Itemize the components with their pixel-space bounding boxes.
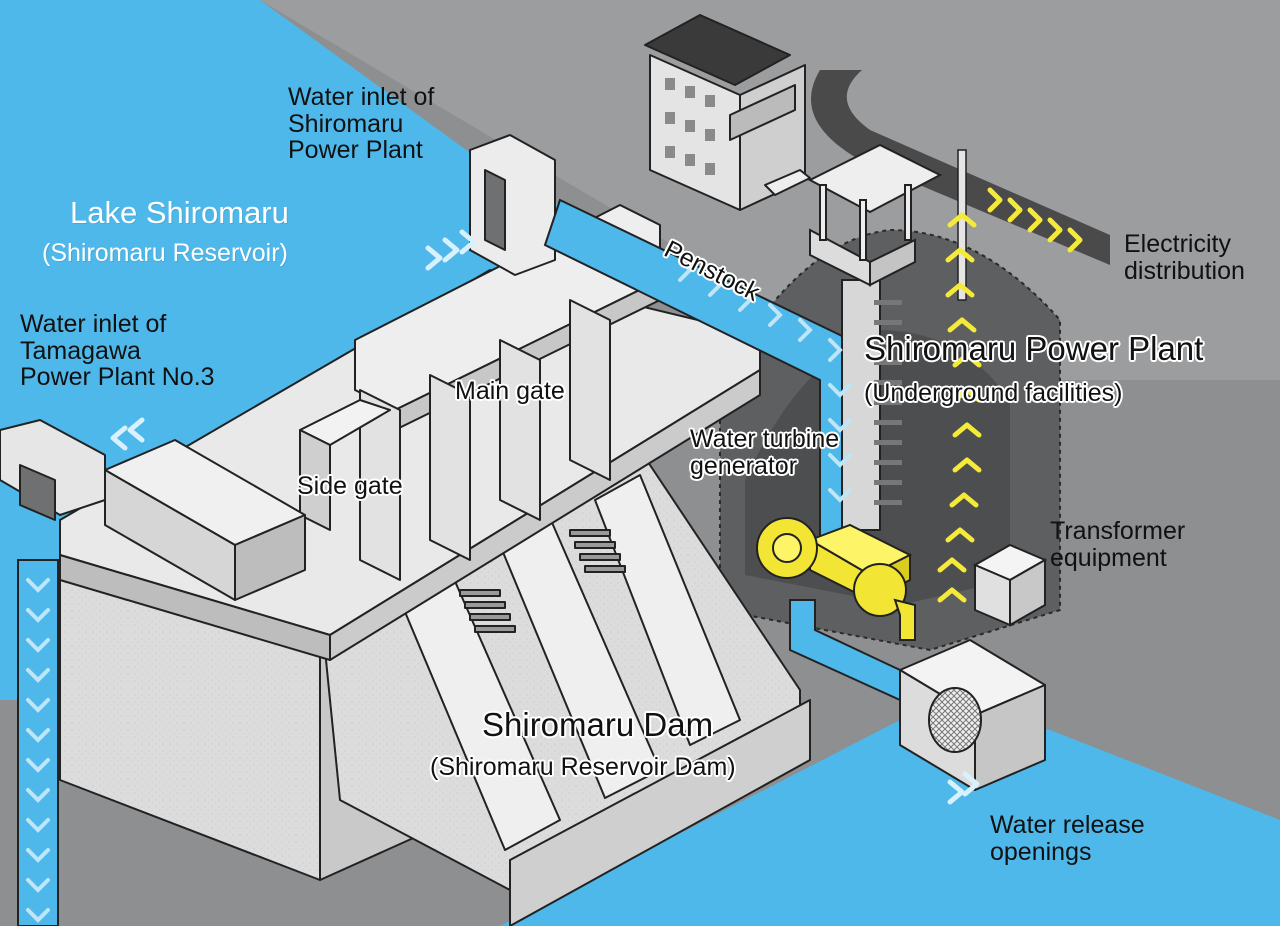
label-inlet-shiromaru-line1: Water inlet of (288, 83, 435, 111)
label-transformer: Transformer equipment (1050, 518, 1185, 571)
label-inlet-tamagawa-line1: Water inlet of (20, 310, 167, 338)
label-inlet-tamagawa: Water inlet of Tamagawa Power Plant No.3 (20, 311, 215, 391)
penstock-chevrons (678, 258, 852, 503)
label-release-line1: Water release (990, 811, 1145, 839)
label-inlet-tamagawa-line3: Power Plant No.3 (20, 363, 215, 391)
label-electricity-line2: distribution (1124, 256, 1245, 285)
electricity-arrows (937, 187, 1083, 603)
label-inlet-shiromaru: Water inlet of Shiromaru Power Plant (288, 84, 434, 164)
label-dam-sub: (Shiromaru Reservoir Dam) (430, 753, 736, 781)
label-turbine-line2: generator (690, 451, 798, 480)
label-electricity-line1: Electricity (1124, 230, 1231, 258)
label-transformer-line1: Transformer (1050, 517, 1186, 545)
label-inlet-shiromaru-line2: Shiromaru (288, 109, 404, 138)
label-lake-title: Lake Shiromaru (70, 195, 289, 230)
label-inlet-shiromaru-line3: Power Plant (288, 136, 423, 164)
utility-pole (957, 149, 967, 301)
lookout-tower (807, 143, 943, 287)
label-release-line2: openings (990, 837, 1092, 866)
label-transformer-line2: equipment (1050, 543, 1167, 572)
water-turbine-generator (756, 517, 916, 641)
label-turbine-line1: Water turbine (690, 425, 840, 453)
label-lake-sub: (Shiromaru Reservoir) (42, 239, 288, 267)
label-inlet-tamagawa-line2: Tamagawa (20, 336, 141, 365)
label-side-gate: Side gate (297, 472, 403, 500)
label-main-gate: Main gate (455, 377, 565, 405)
label-electricity: Electricity distribution (1124, 231, 1245, 284)
tamagawa-pipe (17, 559, 59, 926)
label-turbine: Water turbine generator (690, 426, 839, 479)
transformer-equipment (972, 543, 1048, 627)
office-building (644, 14, 811, 211)
label-plant-sub: (Underground facilities) (864, 379, 1123, 407)
shiromaru-dam (0, 134, 811, 926)
label-plant-title: Shiromaru Power Plant (864, 330, 1204, 367)
river (500, 720, 1280, 926)
label-release: Water release openings (990, 812, 1145, 865)
flow-arrows (110, 229, 980, 805)
shaft-stairs (874, 300, 902, 505)
tamagawa-chevrons (26, 578, 50, 923)
label-dam-title: Shiromaru Dam (482, 706, 714, 743)
access-shaft (841, 279, 881, 531)
water-release-openings (899, 639, 1046, 791)
